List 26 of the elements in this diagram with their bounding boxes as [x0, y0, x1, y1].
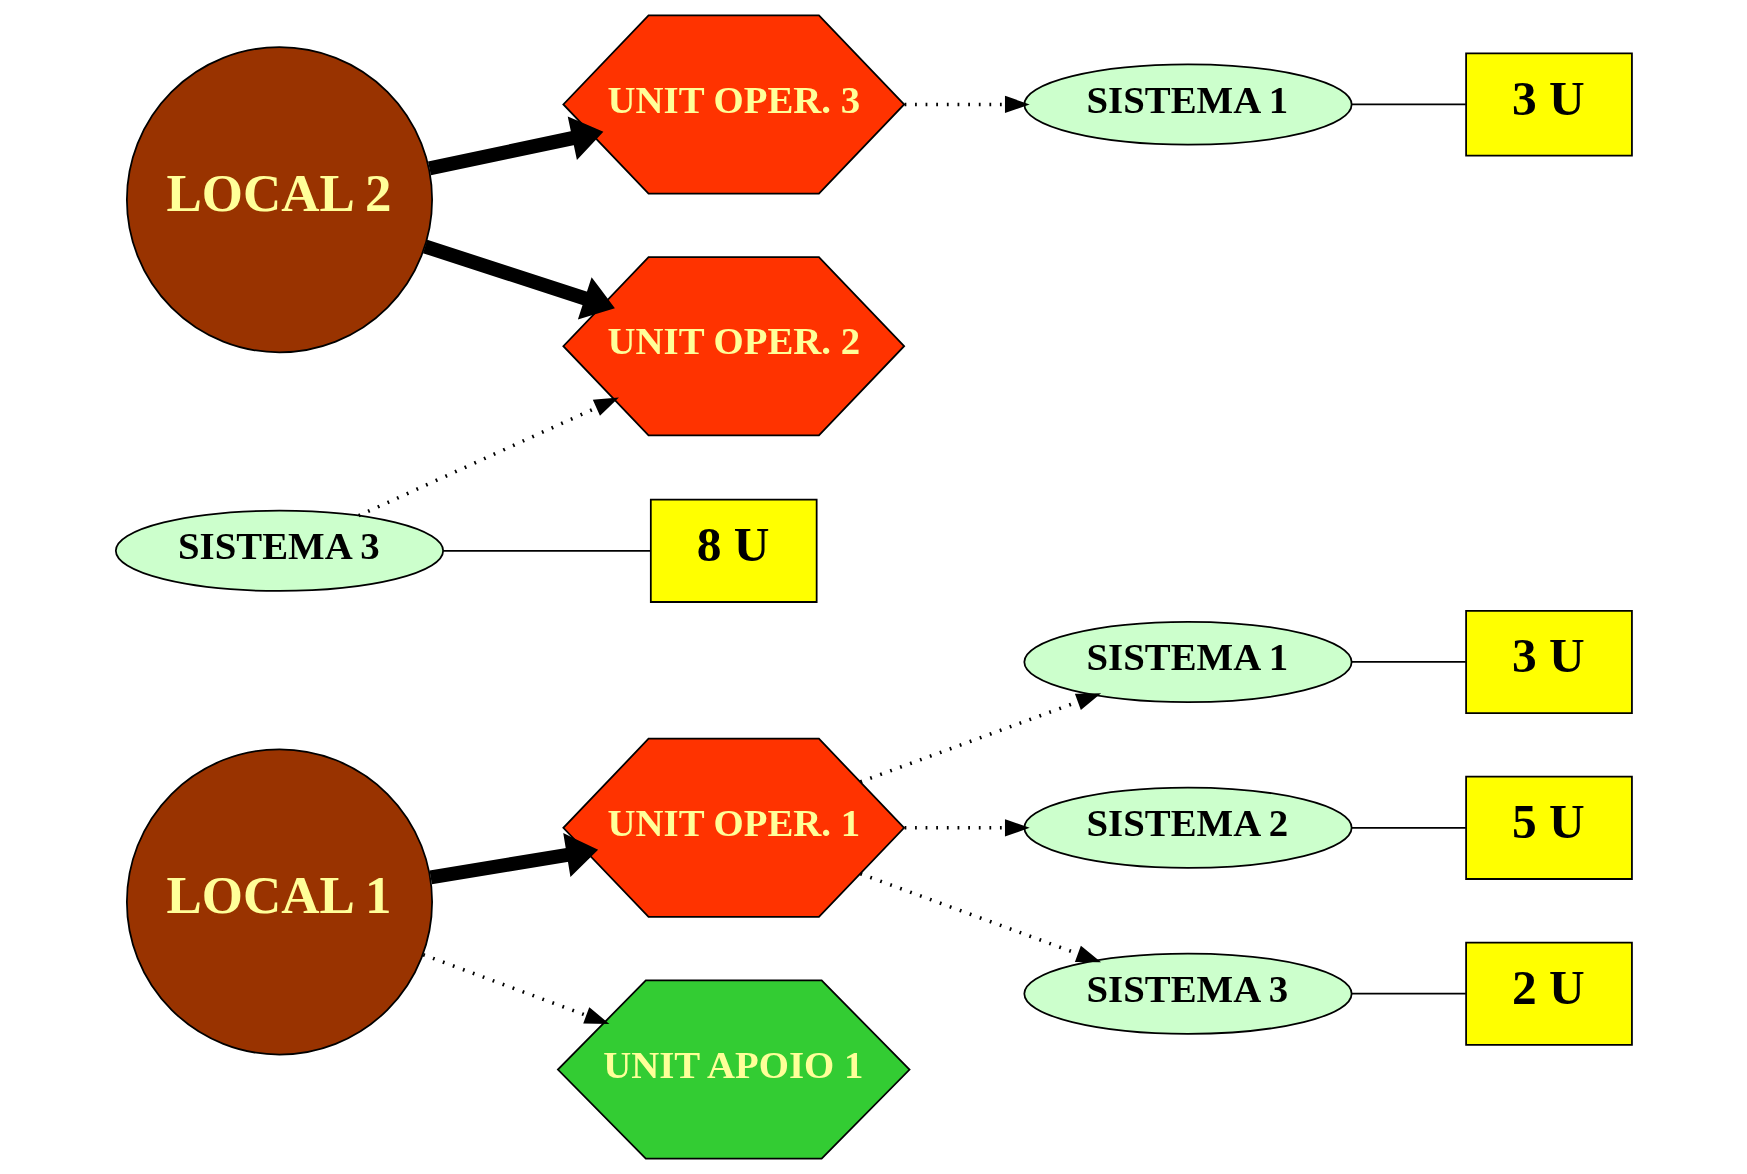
arrow — [859, 693, 1101, 784]
node-box: 2 U — [1464, 941, 1633, 1046]
arrow — [904, 819, 1030, 837]
arrow — [427, 116, 603, 176]
connector — [1350, 103, 1467, 106]
arrow — [429, 833, 598, 885]
node-box: 3 U — [1464, 609, 1633, 715]
arrow — [859, 872, 1101, 963]
node-circle: LOCAL 1 — [125, 748, 433, 1056]
node-ellipse: SISTEMA 3 — [114, 509, 444, 592]
node-ellipse: SISTEMA 3 — [1022, 952, 1353, 1035]
node-box: 5 U — [1464, 775, 1633, 880]
node-ellipse: SISTEMA 1 — [1022, 63, 1353, 146]
arrow — [904, 95, 1030, 114]
connector — [441, 549, 652, 552]
node-box: 3 U — [1464, 52, 1633, 157]
node-circle: LOCAL 2 — [125, 46, 433, 354]
arrow — [422, 953, 609, 1024]
connector — [1350, 826, 1467, 829]
arrow — [422, 239, 615, 320]
node-box: 8 U — [649, 498, 818, 603]
connector — [1350, 992, 1467, 995]
node-ellipse: SISTEMA 2 — [1022, 786, 1353, 869]
arrow — [357, 397, 619, 518]
node-ellipse: SISTEMA 1 — [1022, 620, 1353, 703]
connector — [1350, 661, 1467, 663]
